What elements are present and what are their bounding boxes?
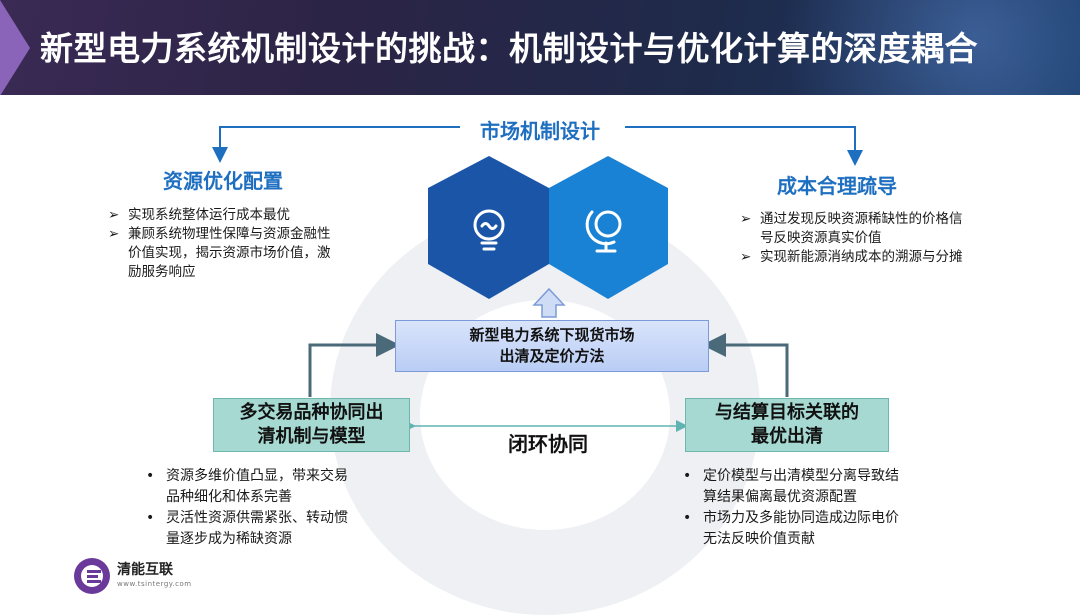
- right-bullet-list: ➢ 通过发现反映资源稀缺性的价格信 号反映资源真实价值 ➢ 实现新能源消纳成本的…: [740, 210, 1030, 267]
- arrow-bullet-icon: ➢: [740, 211, 752, 227]
- right-heading: 成本合理疏导: [777, 174, 897, 198]
- globe-icon: [585, 210, 622, 253]
- hexagon-right: [549, 156, 668, 299]
- logo-url: www.tsintergy.com: [117, 580, 192, 588]
- bottom-right-bullet-list: • 定价模型与出清模型分离导致结 算结果偏离最优资源配置 • 市场力及多能协同造…: [683, 466, 983, 550]
- left-heading: 资源优化配置: [163, 169, 283, 193]
- lightbulb-icon: [473, 209, 505, 251]
- left-up-connector: [308, 333, 400, 397]
- left-bullet-list: ➢ 实现系统整体运行成本最优 ➢ 兼顾系统物理性保障与资源金融性 价值实现，揭示…: [108, 206, 378, 282]
- logo-name: 清能互联: [117, 562, 173, 578]
- top-right-connector: [625, 126, 863, 166]
- list-item: ➢ 实现新能源消纳成本的溯源与分摊: [740, 249, 963, 265]
- slide-title: 新型电力系统机制设计的挑战：机制设计与优化计算的深度耦合: [40, 29, 978, 68]
- settlement-optimal-clearing-box: 与结算目标关联的 最优出清: [685, 398, 889, 452]
- dot-bullet-icon: •: [683, 468, 692, 484]
- dot-bullet-icon: •: [146, 510, 155, 526]
- top-label: 市场机制设计: [480, 119, 600, 143]
- list-item: • 资源多维价值凸显，带来交易 品种细化和体系完善: [146, 466, 426, 508]
- title-banner: 新型电力系统机制设计的挑战：机制设计与优化计算的深度耦合: [0, 0, 1080, 95]
- list-item: ➢ 通过发现反映资源稀缺性的价格信 号反映资源真实价值: [740, 211, 963, 246]
- dot-bullet-icon: •: [683, 510, 692, 526]
- arrow-bullet-icon: ➢: [108, 226, 120, 242]
- arrow-bullet-icon: ➢: [740, 249, 752, 265]
- arrow-bullet-icon: ➢: [108, 207, 120, 223]
- right-up-connector: [702, 333, 789, 397]
- banner-glow: [660, 0, 1080, 95]
- banner-accent-triangle: [0, 0, 30, 95]
- up-arrow-icon: [532, 287, 566, 318]
- tsintergy-logo-icon: [74, 558, 110, 594]
- list-item: ➢ 兼顾系统物理性保障与资源金融性 价值实现，揭示资源市场价值，激 励服务响应: [108, 226, 331, 280]
- list-item: • 灵活性资源供需紧张、转动惯 量逐步成为稀缺资源: [146, 508, 426, 550]
- top-left-connector: [212, 126, 460, 163]
- dot-bullet-icon: •: [146, 468, 155, 484]
- spot-market-method-box: 新型电力系统下现货市场 出清及定价方法: [395, 320, 709, 372]
- multi-product-clearing-box: 多交易品种协同出 清机制与模型: [213, 398, 410, 452]
- list-item: • 定价模型与出清模型分离导致结 算结果偏离最优资源配置: [683, 466, 983, 508]
- closed-loop-label: 闭环协同: [508, 432, 588, 456]
- list-item: ➢ 实现系统整体运行成本最优: [108, 207, 290, 223]
- bottom-left-bullet-list: • 资源多维价值凸显，带来交易 品种细化和体系完善 • 灵活性资源供需紧张、转动…: [146, 466, 426, 550]
- list-item: • 市场力及多能协同造成边际电价 无法反映价值贡献: [683, 508, 983, 550]
